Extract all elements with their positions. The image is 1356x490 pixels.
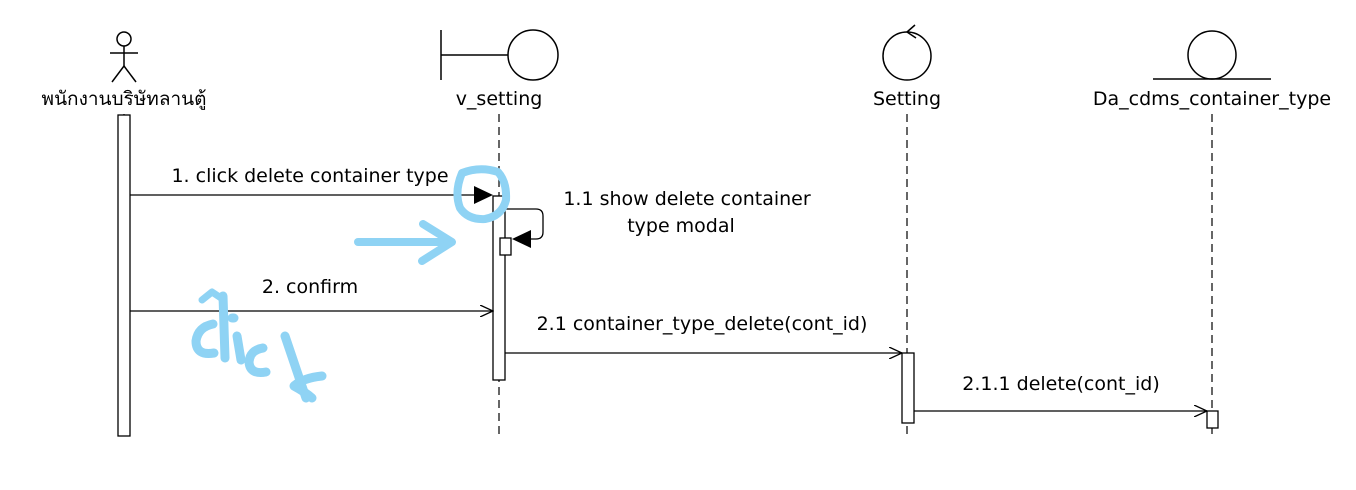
control-activation-bar: [901, 352, 915, 424]
message-1-1-arrowhead: [512, 230, 531, 248]
message-2-label: 2. confirm: [262, 276, 358, 298]
stick-figure-actor-icon: [110, 31, 138, 83]
handwritten-click-text: click: [191, 291, 327, 403]
message-2-1-1: 2.1.1 delete(cont_id): [914, 373, 1207, 411]
highlight-circle: [453, 165, 511, 224]
control-icon: [882, 24, 932, 81]
entity-participant: Da_cdms_container_type: [1093, 30, 1331, 110]
message-1-1-line: [505, 208, 544, 240]
actor-activation-bar: [117, 114, 131, 437]
message-1: 1. click delete container type: [130, 165, 493, 204]
entity-name: Da_cdms_container_type: [1093, 88, 1331, 110]
actor-name: พนักงานบริษัทลานตู้: [42, 88, 207, 110]
message-2: 2. confirm: [130, 276, 493, 311]
handwritten-annotations: click: [191, 165, 511, 403]
boundary-participant: v_setting: [440, 29, 559, 110]
message-2-1-1-label: 2.1.1 delete(cont_id): [962, 373, 1159, 395]
pointer-arrow-icon: [354, 220, 456, 265]
control-name: Setting: [873, 88, 941, 110]
message-2-1-label: 2.1 container_type_delete(cont_id): [537, 313, 868, 335]
boundary-name: v_setting: [456, 88, 543, 110]
message-1-1-label-line1: 1.1 show delete container: [563, 188, 811, 210]
boundary-icon: [440, 29, 559, 81]
entity-icon: [1153, 30, 1271, 80]
message-1-arrowhead: [474, 186, 493, 204]
entity-activation-bar: [1206, 410, 1219, 429]
actor-participant: พนักงานบริษัทลานตู้: [42, 31, 207, 110]
control-participant: Setting: [873, 24, 941, 110]
caret-mark: [198, 288, 228, 304]
boundary-self-activation-bar: [499, 237, 512, 256]
message-1-label: 1. click delete container type: [171, 165, 448, 187]
boundary-activation-bar: [492, 195, 506, 381]
message-2-1: 2.1 container_type_delete(cont_id): [505, 313, 902, 353]
message-1-1: 1.1 show delete container type modal: [505, 188, 811, 248]
message-1-1-label-line2: type modal: [627, 215, 735, 237]
